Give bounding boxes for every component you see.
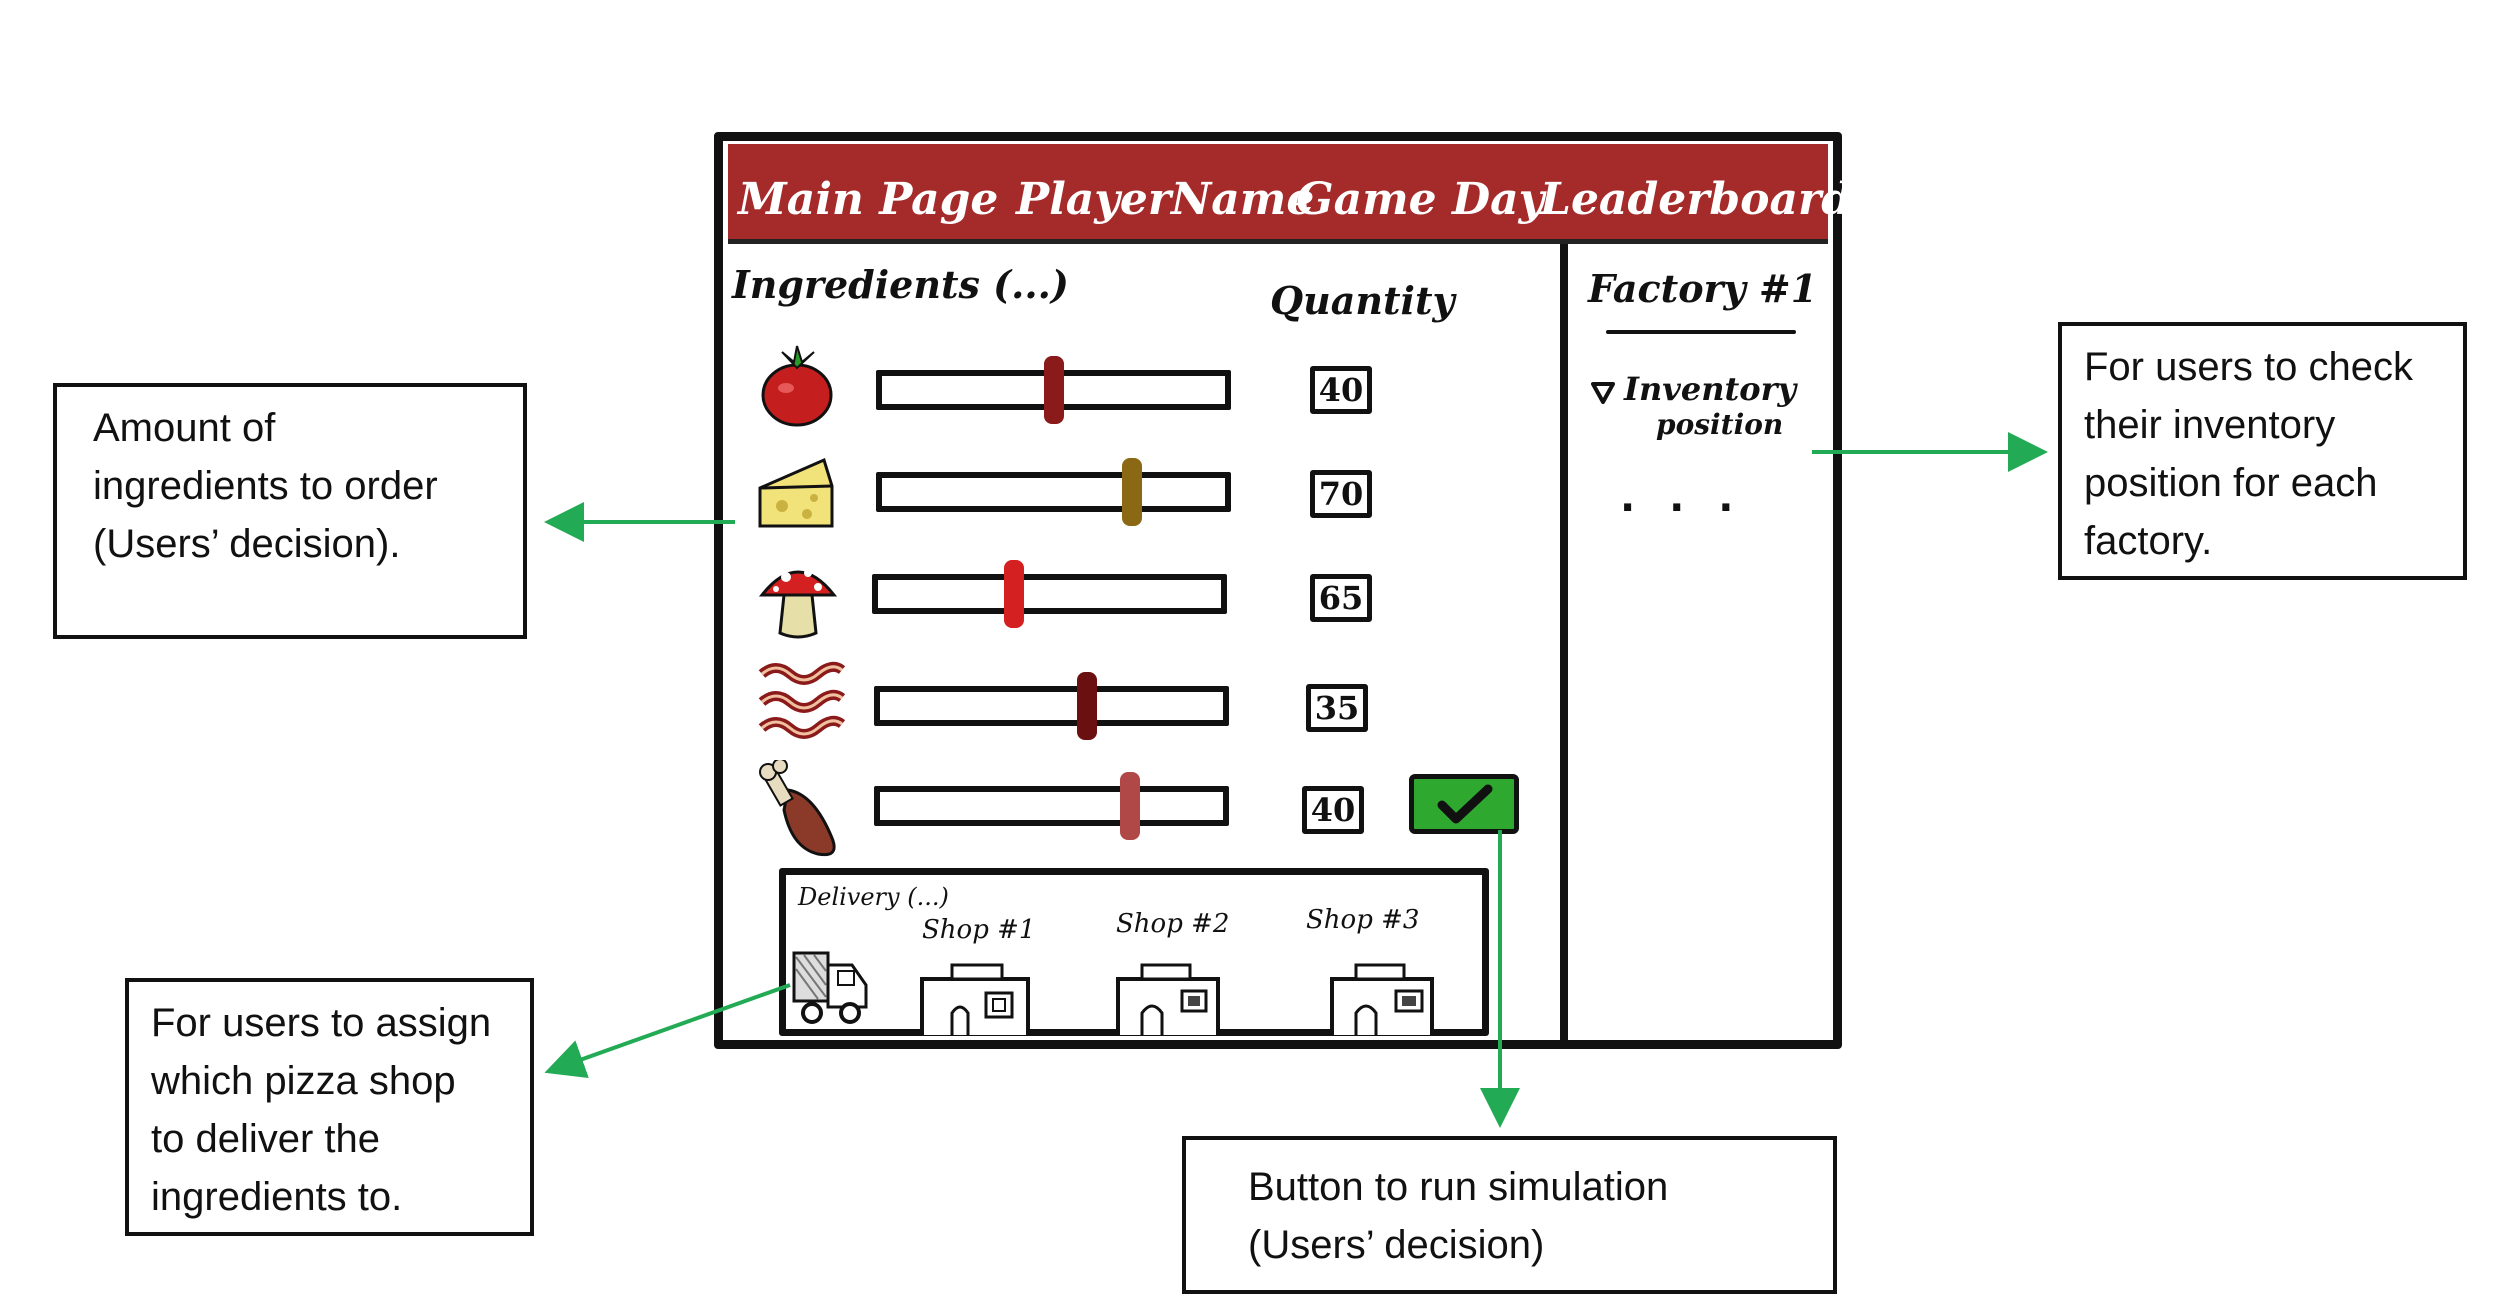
- bacon-icon: [758, 661, 846, 739]
- quantity-box[interactable]: 35: [1306, 684, 1368, 732]
- shop-1-building-icon[interactable]: [916, 959, 1034, 1035]
- nav-game-day[interactable]: Game Day: [1296, 174, 1545, 225]
- slider-track[interactable]: [872, 574, 1227, 614]
- slider-thumb[interactable]: [1004, 560, 1024, 628]
- annotation-line: (Users’ decision).: [93, 522, 401, 566]
- annotation-line: factory.: [2084, 519, 2213, 563]
- annotation-line: their inventory: [2084, 403, 2336, 447]
- factory-title-underline: [1606, 330, 1796, 334]
- delivery-title: Delivery (...): [798, 883, 949, 911]
- nav-main-page[interactable]: Main Page: [738, 174, 999, 225]
- annotation-line: For users to assign: [151, 1001, 492, 1045]
- nav-player-name[interactable]: PlayerName: [1016, 174, 1315, 225]
- slider-thumb[interactable]: [1043, 356, 1064, 424]
- annotation-line: (Users’ decision): [1248, 1223, 1545, 1267]
- annotation-line: to deliver the: [151, 1117, 381, 1161]
- slider-track[interactable]: [876, 472, 1231, 512]
- ingredients-header: Ingredients (...): [732, 262, 1069, 307]
- tomato-icon: [761, 345, 833, 427]
- shop-2-label: Shop #2: [1116, 909, 1230, 939]
- shop-3-building-icon[interactable]: [1326, 959, 1438, 1035]
- cheese-icon: [758, 457, 834, 528]
- slider-thumb[interactable]: [1077, 672, 1097, 740]
- factory-title: Factory #1: [1588, 266, 1818, 311]
- slider-thumb[interactable]: [1119, 772, 1140, 840]
- annotation-line: For users to check: [2084, 345, 2414, 389]
- annotation-line: Amount of: [93, 406, 276, 450]
- shop-3-label: Shop #3: [1306, 905, 1420, 935]
- annotation-line: Button to run simulation: [1248, 1165, 1669, 1209]
- delivery-panel: Delivery (...) Shop #1 Shop #2 Shop #3: [779, 868, 1489, 1036]
- quantity-box[interactable]: 40: [1310, 366, 1372, 414]
- shop-1-label: Shop #1: [922, 915, 1036, 945]
- shop-2-building-icon[interactable]: [1112, 959, 1224, 1035]
- button-annotation: Button to run simulation (Users’ decisio…: [1182, 1136, 1837, 1294]
- ingredients-annotation: Amount of ingredients to order (Users’ d…: [53, 383, 527, 639]
- quantity-header: Quantity: [1270, 278, 1455, 323]
- navbar: Main Page PlayerName Game Day Leaderboar…: [728, 144, 1852, 244]
- run-simulation-button[interactable]: [1409, 774, 1519, 834]
- quantity-box[interactable]: 40: [1302, 786, 1364, 834]
- panel-divider: [1560, 244, 1568, 1044]
- expand-triangle-icon[interactable]: [1590, 380, 1616, 406]
- chicken-leg-icon: [759, 760, 836, 857]
- delivery-truck-icon[interactable]: [790, 941, 870, 1031]
- annotation-line: ingredients to order: [93, 464, 438, 508]
- annotation-line: position for each: [2084, 461, 2378, 505]
- annotation-line: ingredients to.: [151, 1175, 403, 1219]
- factory-annotation: For users to check their inventory posit…: [2058, 322, 2467, 580]
- inventory-label[interactable]: Inventory: [1624, 370, 1797, 408]
- delivery-annotation: For users to assign which pizza shop to …: [125, 978, 534, 1236]
- mushroom-icon: [758, 569, 838, 639]
- factory-ellipsis: . . .: [1620, 475, 1744, 521]
- slider-track[interactable]: [874, 686, 1229, 726]
- slider-track[interactable]: [874, 786, 1229, 826]
- nav-leaderboard[interactable]: Leaderboard: [1540, 174, 1852, 225]
- quantity-box[interactable]: 70: [1310, 470, 1372, 518]
- checkmark-icon: [1437, 784, 1493, 824]
- slider-thumb[interactable]: [1121, 458, 1142, 526]
- quantity-box[interactable]: 65: [1310, 574, 1372, 622]
- inventory-label-position[interactable]: position: [1656, 408, 1784, 441]
- annotation-line: which pizza shop: [151, 1059, 456, 1103]
